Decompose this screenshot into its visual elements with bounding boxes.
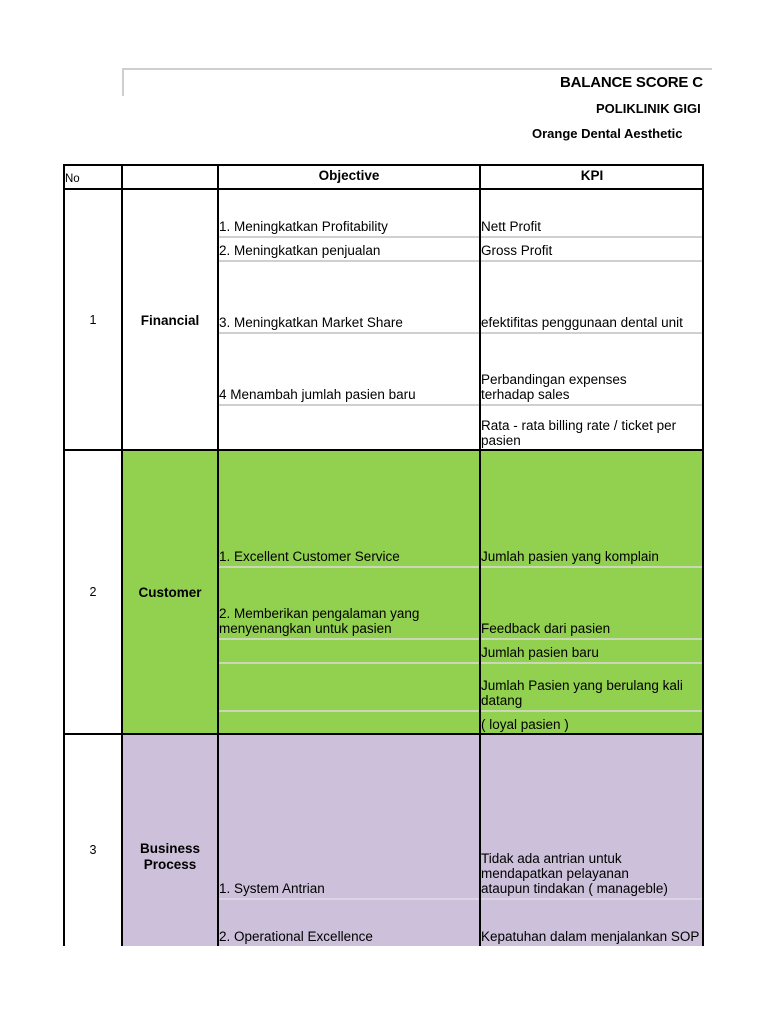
grid-line: [218, 898, 703, 900]
kpi-customer-2: Feedback dari pasien: [481, 621, 611, 636]
grid-line: [64, 164, 703, 166]
objective-customer-4: [218, 662, 480, 710]
kpi-financial-3: efektifitas penggunaan dental unit: [481, 315, 683, 330]
grid-line: [63, 164, 65, 946]
objective-customer-2: 2. Memberikan pengalaman yang menyenangk…: [219, 606, 420, 636]
kpi-customer-3: Jumlah pasien baru: [481, 645, 599, 660]
objective-financial-5: [218, 404, 480, 450]
section-no-business: 3: [89, 842, 97, 857]
kpi-customer-5: ( loyal pasien ): [481, 717, 569, 732]
kpi-business-1: Tidak ada antrian untuk mendapatkan pela…: [481, 851, 668, 896]
sheet-viewport: BALANCE SCORE C POLIKLINIK GIGI Orange D…: [63, 74, 703, 946]
perspective-financial: Financial: [140, 312, 200, 328]
kpi-customer-4: Jumlah Pasien yang berulang kali datang: [481, 678, 683, 708]
kpi-financial-1: Nett Profit: [481, 219, 542, 234]
grid-line: [64, 733, 703, 735]
objective-business-2: 2. Operational Excellence: [219, 929, 373, 944]
grid-line: [218, 236, 703, 238]
kpi-financial-5: Rata - rata billing rate / ticket per pa…: [481, 418, 677, 448]
title-box-border-left: [122, 68, 124, 96]
grid-line: [218, 404, 703, 406]
section-no-customer: 2: [89, 584, 97, 599]
title-box-border: [122, 68, 712, 70]
document-subtitle: POLIKLINIK GIGI: [596, 101, 701, 116]
grid-line: [218, 260, 703, 262]
clinic-name: Orange Dental Aesthetic: [532, 126, 683, 141]
grid-line: [218, 662, 703, 664]
grid-line: [702, 164, 704, 946]
header-objective: Objective: [318, 168, 380, 183]
objective-customer-1: 1. Excellent Customer Service: [219, 549, 400, 564]
document-title: BALANCE SCORE C: [560, 74, 703, 91]
objective-business-1: 1. System Antrian: [219, 881, 325, 896]
kpi-business-2: Kepatuhan dalam menjalankan SOP: [481, 929, 700, 944]
objective-customer-3: [218, 638, 480, 662]
grid-line: [217, 164, 219, 946]
grid-line: [218, 332, 703, 334]
kpi-financial-2: Gross Profit: [481, 243, 553, 258]
grid-line: [218, 638, 703, 640]
grid-line: [64, 449, 703, 451]
kpi-financial-4: Perbandingan expenses terhadap sales: [481, 372, 627, 402]
header-no: No: [65, 173, 80, 185]
grid-line: [218, 566, 703, 568]
objective-financial-3: 3. Meningkatkan Market Share: [219, 315, 403, 330]
header-kpi: KPI: [580, 168, 604, 183]
objective-financial-2: 2. Meningkatkan penjualan: [219, 243, 381, 258]
grid-line: [121, 164, 123, 946]
objective-financial-4: 4 Menambah jumlah pasien baru: [219, 387, 416, 402]
perspective-business: Business Process: [139, 841, 201, 872]
kpi-customer-1: Jumlah pasien yang komplain: [481, 549, 659, 564]
objective-customer-5: [218, 710, 480, 734]
grid-line: [218, 710, 703, 712]
objective-financial-1: 1. Meningkatkan Profitability: [219, 219, 388, 234]
grid-line: [479, 164, 481, 946]
grid-line: [64, 188, 703, 190]
perspective-customer: Customer: [138, 584, 202, 600]
section-no-financial: 1: [89, 312, 97, 327]
